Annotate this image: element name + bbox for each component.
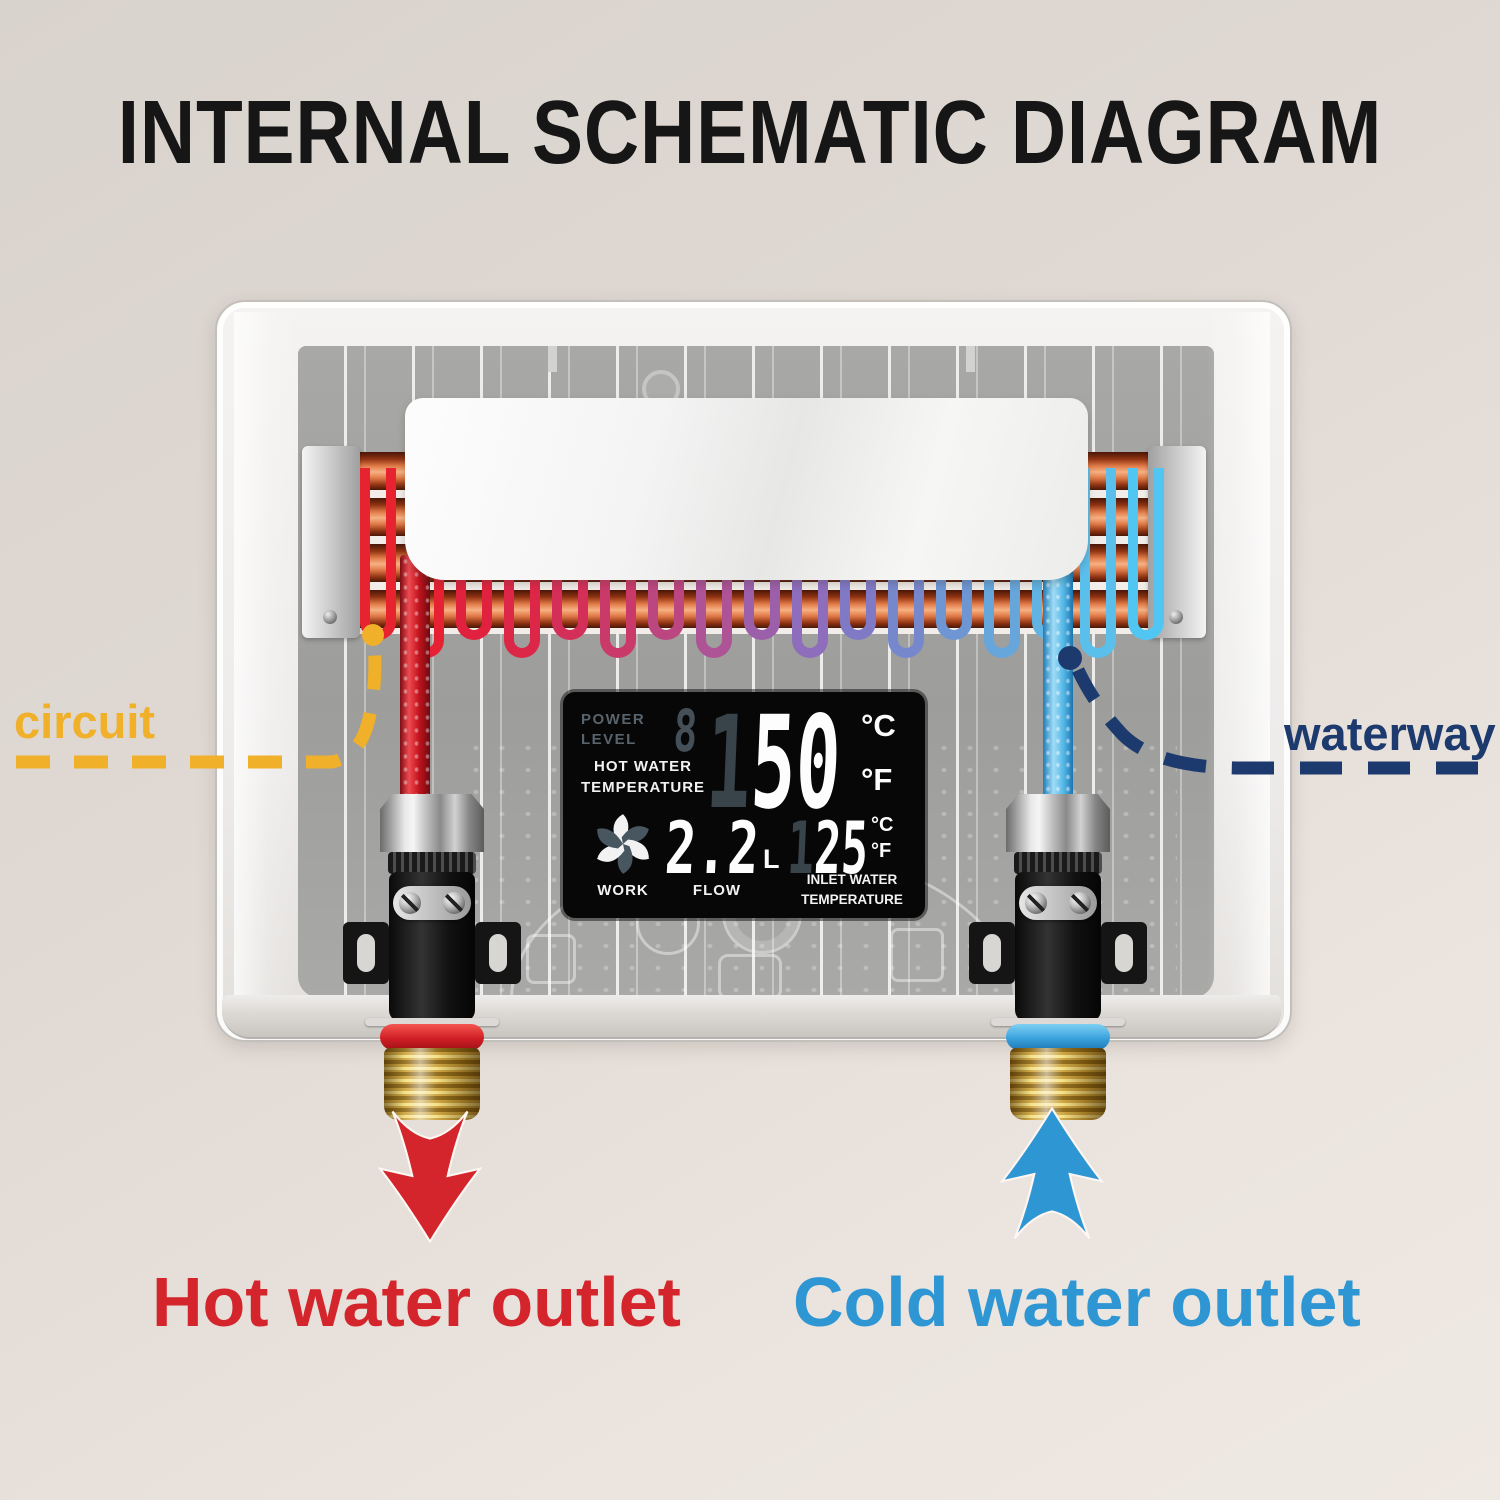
- brass-fitting: [384, 1048, 480, 1120]
- led-display: POWER LEVEL 8 HOT WATER TEMPERATURE 150 …: [563, 689, 925, 918]
- screw-icon: [323, 610, 337, 624]
- valve-flange: [365, 1018, 499, 1026]
- case-reflection-left: [234, 312, 298, 1000]
- screw-icon: [1025, 892, 1047, 914]
- inlet-water-temperature-label: INLET WATER TEMPERATURE: [801, 872, 903, 907]
- work-label: WORK: [597, 882, 649, 899]
- threaded-collar: [388, 852, 476, 874]
- hot-water-valve: [343, 788, 521, 1128]
- mounting-hole: [1115, 934, 1133, 972]
- hex-nut: [380, 794, 484, 852]
- mounting-hole: [489, 934, 507, 972]
- panel-notch: [966, 346, 975, 372]
- cold-outlet-arrow-up-icon: [1000, 1106, 1104, 1240]
- screw-icon: [399, 892, 421, 914]
- screw-icon: [1069, 892, 1091, 914]
- mounting-tab: [343, 922, 389, 984]
- power-level-value: 8: [672, 697, 699, 765]
- blue-gasket-ring: [1006, 1024, 1110, 1050]
- flow-unit: L: [763, 844, 780, 874]
- panel-notch: [548, 346, 557, 372]
- inlet-celsius-unit: °C: [871, 814, 894, 836]
- heating-element-cover: [405, 398, 1088, 580]
- hot-water-outlet-label: Hot water outlet: [152, 1263, 681, 1341]
- hot-outlet-arrow-down-icon: [378, 1110, 482, 1244]
- case-reflection-right: [1206, 312, 1270, 1000]
- fan-work-icon: [597, 814, 649, 874]
- hex-nut: [1006, 794, 1110, 852]
- brass-fitting: [1010, 1048, 1106, 1120]
- ghost-pcb-component: [718, 954, 782, 998]
- mounting-tab: [969, 922, 1015, 984]
- threaded-collar: [1014, 852, 1102, 874]
- heat-exchanger-loop: [1128, 468, 1164, 640]
- waterway-label: waterway: [1284, 707, 1496, 760]
- hot-water-pipe: [400, 555, 430, 800]
- celsius-unit: °C: [861, 708, 896, 743]
- bracket-left: [302, 446, 360, 638]
- red-gasket-ring: [380, 1024, 484, 1050]
- heat-exchanger-loop: [1080, 468, 1116, 658]
- cold-water-valve: [969, 788, 1147, 1128]
- mounting-tab: [475, 922, 521, 984]
- screw-icon: [443, 892, 465, 914]
- hot-water-temperature-label: HOT WATER TEMPERATURE: [580, 758, 706, 796]
- power-level-label: POWER LEVEL: [581, 711, 646, 749]
- mounting-hole: [357, 934, 375, 972]
- inlet-fahrenheit-unit: °F: [871, 840, 892, 862]
- ghost-pcb-chip: [890, 928, 944, 982]
- page-title: INTERNAL SCHEMATIC DIAGRAM: [117, 83, 1383, 183]
- valve-flange: [991, 1018, 1125, 1026]
- ghost-pcb-chip: [526, 934, 576, 984]
- mounting-hole: [983, 934, 1001, 972]
- flow-value: 2.2: [663, 806, 761, 890]
- flow-label: FLOW: [692, 882, 742, 899]
- cold-water-outlet-label: Cold water outlet: [793, 1263, 1361, 1341]
- screw-icon: [1169, 610, 1183, 624]
- cold-water-pipe: [1043, 555, 1073, 805]
- heat-exchanger-loop: [360, 468, 396, 640]
- fahrenheit-unit: °F: [861, 762, 893, 797]
- circuit-label: circuit: [14, 695, 156, 748]
- mounting-tab: [1101, 922, 1147, 984]
